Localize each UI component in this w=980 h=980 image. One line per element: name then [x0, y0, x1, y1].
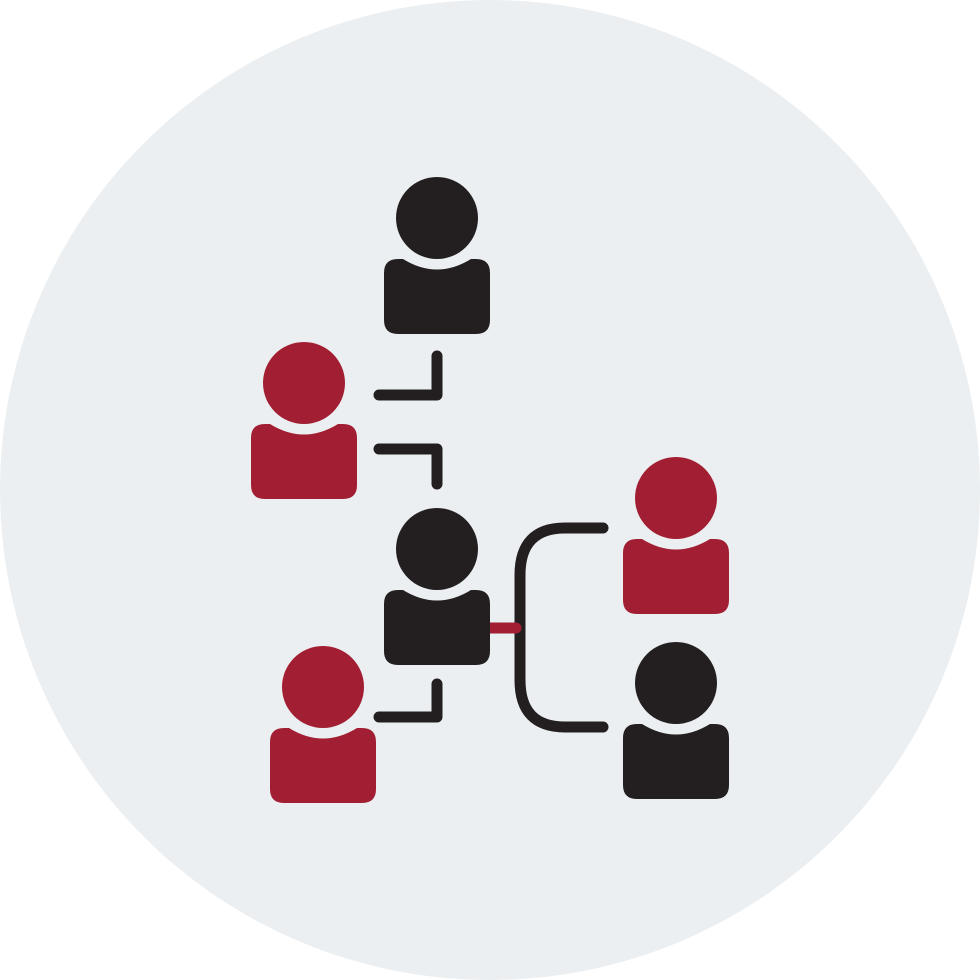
connector-bracket [514, 522, 609, 733]
person-right-bottom [623, 642, 729, 799]
person-head [396, 177, 478, 259]
person-head [282, 646, 364, 728]
person-head [635, 642, 717, 724]
person-head [396, 508, 478, 590]
person-head [263, 342, 345, 424]
person-right-top [623, 457, 729, 614]
person-body [623, 539, 729, 614]
person-body [270, 728, 376, 803]
person-body [623, 724, 729, 799]
connectors [373, 350, 609, 733]
person-head [635, 457, 717, 539]
person-upper-left [251, 342, 357, 499]
person-body [384, 259, 490, 334]
person-center [384, 508, 490, 665]
person-body [384, 590, 490, 665]
connector-upper-left-to-center [373, 443, 443, 490]
person-lower-left [270, 646, 376, 803]
connector-top-to-upper-left [373, 350, 443, 401]
person-body [251, 424, 357, 499]
connector-center-to-lower-left [373, 678, 443, 723]
person-top [384, 177, 490, 334]
